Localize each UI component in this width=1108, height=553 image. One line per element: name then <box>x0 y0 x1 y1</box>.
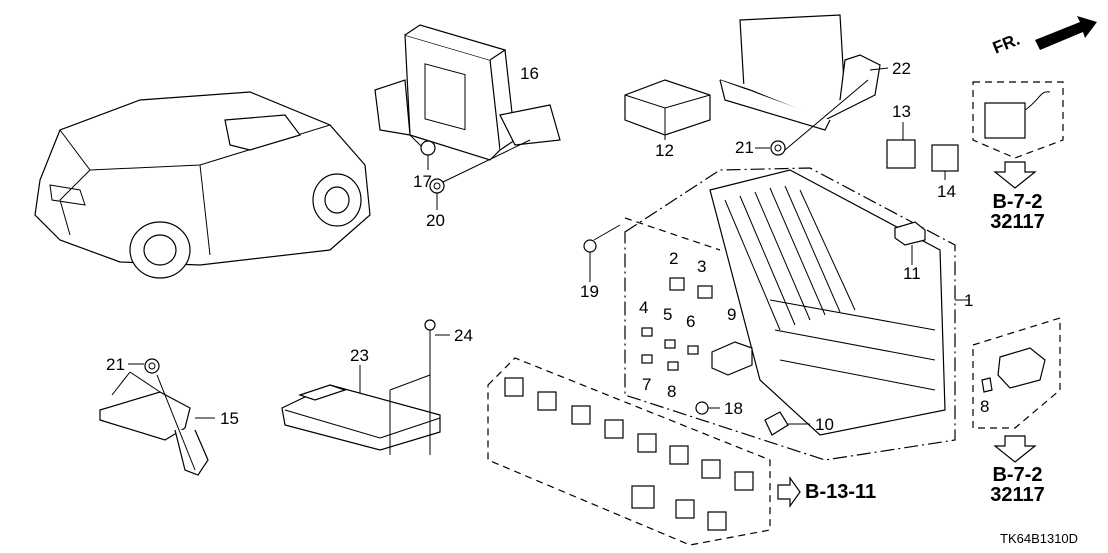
reference-upper-section[interactable]: B-7-2 <box>992 191 1043 213</box>
label-part-4: 4 <box>639 298 649 317</box>
part-12-module <box>624 79 711 140</box>
label-part-24: 24 <box>454 326 473 345</box>
connector-inset-lower <box>972 317 1061 463</box>
label-part-13: 13 <box>892 102 911 121</box>
label-part-1: 1 <box>964 291 974 310</box>
label-part-15: 15 <box>220 409 239 428</box>
diagram-code: TK64B1310D <box>1000 531 1079 546</box>
part-8-fuse <box>667 361 679 371</box>
part-2-fuse <box>669 277 685 291</box>
label-part-8: 8 <box>667 382 677 401</box>
part-7-fuse <box>641 354 653 364</box>
part-16-control-unit <box>374 24 561 161</box>
reference-upper-part-no[interactable]: 32117 <box>990 211 1045 233</box>
reference-relay-group[interactable]: B-13-11 <box>805 482 876 502</box>
part-21-nut-lower <box>128 358 160 374</box>
part-23-module <box>281 365 441 455</box>
part-17-bolt <box>409 134 436 170</box>
part-5-fuse <box>664 339 676 349</box>
part-22-control-unit <box>719 14 889 151</box>
label-part-6: 6 <box>686 312 696 331</box>
label-part-12: 12 <box>655 141 674 160</box>
part-24-screw <box>424 319 450 455</box>
part-18-screw <box>695 401 720 415</box>
reference-lower-section[interactable]: B-7-2 <box>992 464 1043 486</box>
label-part-22: 22 <box>892 59 911 78</box>
reference-lower-part-no[interactable]: 32117 <box>990 484 1045 506</box>
part-11-connector <box>894 221 926 265</box>
part-10-connector <box>764 411 810 436</box>
label-part-5: 5 <box>663 305 673 324</box>
label-part-8-inset: 8 <box>980 397 990 416</box>
part-13-relay <box>886 122 916 169</box>
part-4-fuse <box>641 327 653 337</box>
label-part-3: 3 <box>697 257 707 276</box>
label-part-19: 19 <box>580 282 599 301</box>
label-part-11: 11 <box>903 264 921 283</box>
label-part-9: 9 <box>727 305 737 324</box>
label-part-2: 2 <box>669 249 679 268</box>
label-part-14: 14 <box>937 182 956 201</box>
label-part-20: 20 <box>426 211 445 230</box>
part-1-fuse-box-assembly <box>624 167 970 461</box>
label-part-21-lower: 21 <box>106 355 125 374</box>
part-3-fuse <box>697 285 713 299</box>
part-20-nut <box>429 139 531 210</box>
reference-upper[interactable]: B-7-2 32117 <box>980 192 1055 232</box>
reference-relay-group-section[interactable]: B-13-11 <box>805 481 877 503</box>
label-part-18: 18 <box>724 399 743 418</box>
part-15-bracket-unit <box>99 371 215 476</box>
reference-lower[interactable]: B-7-2 32117 <box>980 465 1055 505</box>
connector-inset-upper <box>972 81 1064 189</box>
part-21-nut-upper <box>755 140 786 156</box>
label-part-21-upper: 21 <box>735 138 754 157</box>
vehicle-illustration <box>34 91 371 279</box>
label-part-10: 10 <box>815 415 834 434</box>
front-direction-arrow <box>1035 16 1097 50</box>
label-part-7: 7 <box>642 375 652 394</box>
part-14-relay <box>931 144 959 180</box>
relay-group-inset <box>487 357 801 546</box>
label-part-16: 16 <box>520 64 539 83</box>
part-6-fuse <box>687 345 699 355</box>
label-part-17: 17 <box>413 172 432 191</box>
label-part-23: 23 <box>350 346 369 365</box>
part-19-bolt <box>583 217 721 282</box>
part-9-relay <box>711 341 753 376</box>
